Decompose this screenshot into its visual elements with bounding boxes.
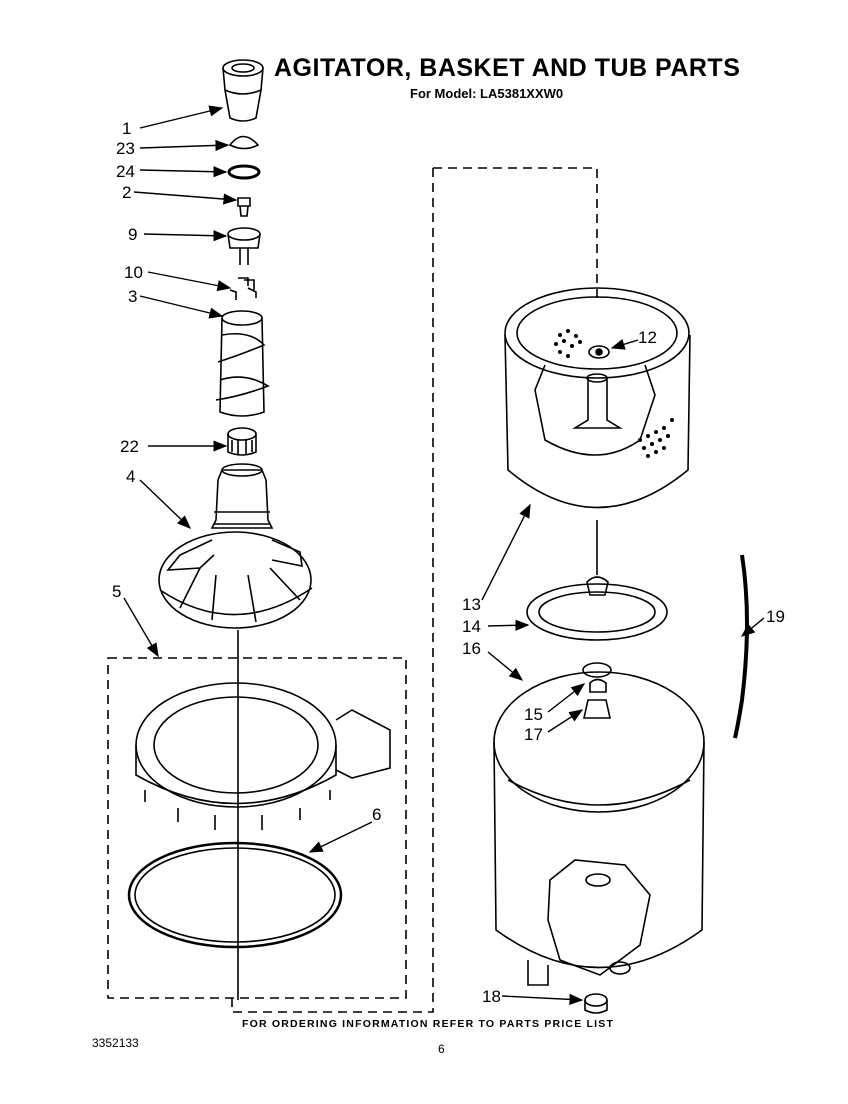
callout-24: 24 bbox=[116, 162, 135, 181]
basket-holes-pattern bbox=[554, 329, 674, 458]
part-22-bearing bbox=[227, 427, 257, 456]
callout-4: 4 bbox=[126, 467, 135, 486]
callout-22: 22 bbox=[120, 437, 139, 456]
page-number: 6 bbox=[438, 1042, 445, 1056]
part-2-bolt bbox=[237, 197, 251, 217]
callout-2: 2 bbox=[122, 183, 131, 202]
callout-19: 19 bbox=[766, 607, 785, 626]
callout-13: 13 bbox=[462, 595, 481, 614]
part-15-clamp bbox=[582, 662, 612, 693]
ordering-footer: FOR ORDERING INFORMATION REFER TO PARTS … bbox=[242, 1018, 615, 1030]
tub-ring-group-frame bbox=[107, 657, 407, 999]
agitator-cap-part bbox=[222, 59, 264, 122]
part-5-tub-ring bbox=[135, 682, 391, 830]
callout-6: 6 bbox=[372, 805, 381, 824]
callout-18: 18 bbox=[482, 987, 501, 1006]
part-14-ring bbox=[526, 576, 668, 641]
part-12-nut bbox=[588, 345, 610, 359]
page-title: AGITATOR, BASKET AND TUB PARTS bbox=[274, 54, 741, 82]
part-18-plug bbox=[584, 993, 608, 1014]
part-16-tub bbox=[493, 671, 705, 986]
callout-1: 1 bbox=[122, 119, 131, 138]
part-4-agitator-base bbox=[158, 463, 313, 629]
callout-16: 16 bbox=[462, 639, 481, 658]
part-19-hose bbox=[733, 554, 749, 739]
callout-10: 10 bbox=[124, 263, 143, 282]
leader-lines bbox=[123, 105, 765, 1005]
part-10-clips bbox=[229, 277, 257, 300]
part-24-ring bbox=[227, 164, 261, 180]
part-13-basket bbox=[504, 287, 691, 509]
callout-9: 9 bbox=[128, 225, 137, 244]
basket-assembly-frame bbox=[231, 167, 598, 1013]
callout-23: 23 bbox=[116, 139, 135, 158]
part-6-ring-seal bbox=[127, 841, 343, 949]
part-9-coupling bbox=[227, 227, 261, 265]
callout-3: 3 bbox=[128, 287, 137, 306]
model-subtitle: For Model: LA5381XXW0 bbox=[410, 86, 564, 101]
callout-15: 15 bbox=[524, 705, 543, 724]
callout-5: 5 bbox=[112, 582, 121, 601]
document-number: 3352133 bbox=[92, 1036, 139, 1050]
part-3-auger bbox=[215, 310, 270, 417]
callout-14: 14 bbox=[462, 617, 481, 636]
callout-17: 17 bbox=[524, 725, 543, 744]
callout-12: 12 bbox=[638, 328, 657, 347]
part-17-hub bbox=[583, 699, 611, 719]
part-23-cap bbox=[228, 135, 260, 150]
